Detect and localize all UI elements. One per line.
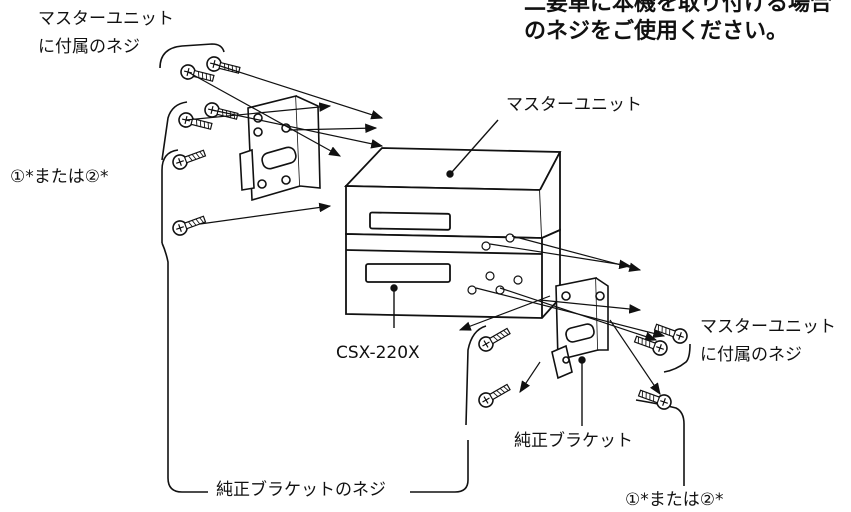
bracket-screw-choice-left — [161, 101, 188, 161]
bracket-genuine-screws-right — [465, 325, 487, 426]
right-bracket — [551, 277, 609, 380]
label-genuine-bracket: 純正ブラケット — [514, 431, 633, 451]
label-master-screw-top-1: マスターユニット — [38, 9, 174, 29]
label-screw-choice-left: ①*または②* — [10, 167, 109, 187]
screw-icon — [475, 380, 513, 411]
label-genuine-bracket-screw: 純正ブラケットのネジ — [216, 480, 386, 500]
label-master-screw-top-2: に付属のネジ — [38, 37, 140, 57]
label-master-unit: マスターユニット — [506, 95, 642, 115]
label-model-name: CSX-220X — [336, 343, 420, 363]
left-bracket — [239, 94, 321, 202]
bracket-master-screws-top — [159, 43, 225, 69]
screw-icon — [204, 54, 242, 78]
master-unit-box — [343, 147, 562, 239]
bracket-screw-choice-bottom — [635, 399, 685, 486]
label-screw-choice-bottom: ①*または②* — [625, 490, 724, 510]
box-mount-holes — [467, 233, 523, 295]
arrows-left — [185, 63, 384, 225]
screw-icon — [475, 324, 513, 355]
label-master-screw-right-2: に付属のネジ — [700, 345, 802, 365]
bracket-genuine-screws-left — [161, 149, 469, 493]
header-line-1: 二要車に本機を取り付ける場合 — [524, 0, 833, 16]
arrows-right — [458, 235, 666, 395]
leader-lines — [390, 119, 586, 426]
bracket-master-screws-right — [663, 343, 691, 373]
screw-icon — [636, 385, 674, 412]
label-master-screw-right-1: マスターユニット — [700, 317, 836, 337]
header-line-2: のネジをご使用ください。 — [524, 19, 789, 44]
screw-icon — [170, 211, 208, 238]
